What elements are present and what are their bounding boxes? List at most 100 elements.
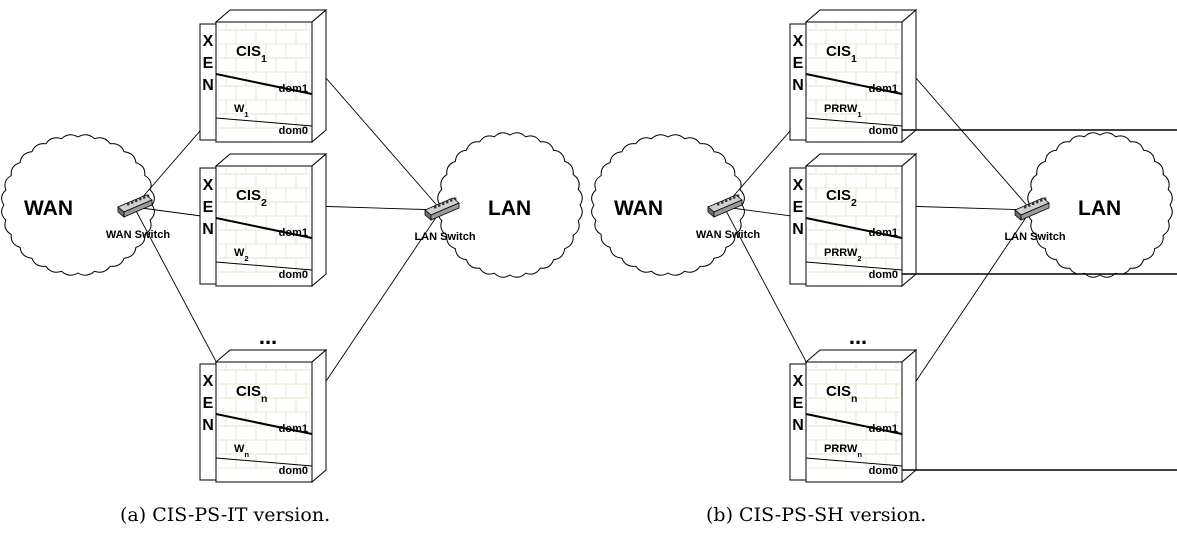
b-wan-switch-icon <box>707 194 743 218</box>
b-s2-dom1-label: dom1 <box>869 227 898 239</box>
a-s3-server-side <box>311 348 327 484</box>
b-s2-dom0-label: dom0 <box>869 269 898 281</box>
b-s2-xen-label: N <box>792 221 804 238</box>
b-s2-dom1-separator <box>805 217 903 239</box>
b-ellipsis: ... <box>849 324 867 349</box>
b-s3-dom0-separator <box>805 457 903 467</box>
a-lan-link-2 <box>311 205 442 211</box>
b-s1-xen-strip <box>789 23 807 141</box>
a-s1-server-front <box>215 21 313 143</box>
a-s2-server-side <box>311 152 327 288</box>
b-wan-cloud <box>591 134 745 276</box>
b-s2-xen-label: E <box>793 199 804 216</box>
a-s1-server-top <box>214 9 328 23</box>
a-s1-dom0-separator <box>215 117 313 127</box>
a-s2-dom0-separator <box>215 261 313 271</box>
a-s2-xen-label: X <box>203 177 214 194</box>
b-s2-xen-label: X <box>793 177 804 194</box>
b-s3-server-side <box>901 348 917 484</box>
a-s3-server-top <box>214 349 328 363</box>
b-s1-server-side <box>901 8 917 144</box>
b-s1-server-front <box>805 21 903 143</box>
b-wan-switch-label: WAN Switch <box>696 229 760 241</box>
a-s3-cis-label: CISn <box>236 383 267 405</box>
b-s1-cis-label: CIS1 <box>826 43 857 65</box>
b-s3-xen-label: N <box>792 417 804 434</box>
caption-a: (a) CIS-PS-IT version. <box>120 504 331 526</box>
a-wan-label: WAN <box>24 197 73 220</box>
b-lan-switch-label: LAN Switch <box>1004 231 1065 243</box>
b-s1-server-top <box>804 9 918 23</box>
a-s3-xen-label: N <box>202 417 214 434</box>
b-s3-xen-label: X <box>793 373 804 390</box>
a-s2-xen-label: N <box>202 221 214 238</box>
a-s2-xen-label: E <box>203 199 214 216</box>
a-wan-switch-icon <box>117 194 153 218</box>
b-s2-worker-label: PRRW2 <box>824 247 862 263</box>
b-s1-dom0-separator <box>805 117 903 127</box>
a-s3-dom1-label: dom1 <box>279 423 308 435</box>
b-s2-server-top <box>804 153 918 167</box>
a-s3-dom1-separator <box>215 413 313 435</box>
a-s3-xen-label: X <box>203 373 214 390</box>
a-lan-switch-label: LAN Switch <box>414 231 475 243</box>
a-s1-xen-label: E <box>203 55 214 72</box>
b-lan-label: LAN <box>1078 197 1121 220</box>
a-ellipsis: ... <box>259 324 277 349</box>
b-s3-cis-label: CISn <box>826 383 857 405</box>
b-s3-worker-label: PRRWn <box>824 443 862 459</box>
a-s2-xen-strip <box>199 167 217 285</box>
b-s3-xen-label: E <box>793 395 804 412</box>
a-s1-xen-label: X <box>203 33 214 50</box>
b-lan-link-3 <box>901 209 1032 403</box>
b-s3-xen-strip <box>789 363 807 481</box>
a-s2-dom0-label: dom0 <box>279 269 308 281</box>
a-s2-dom1-label: dom1 <box>279 227 308 239</box>
b-s1-xen-label: X <box>793 33 804 50</box>
a-s3-dom0-label: dom0 <box>279 465 308 477</box>
a-lan-link-3 <box>311 209 442 403</box>
b-s3-dom1-label: dom1 <box>869 423 898 435</box>
a-lan-label: LAN <box>488 197 531 220</box>
b-lan-switch-icon <box>1014 197 1050 221</box>
b-s2-xen-strip <box>789 167 807 285</box>
b-s2-server-side <box>901 152 917 288</box>
b-wan-label: WAN <box>614 197 663 220</box>
a-s3-xen-strip <box>199 363 217 481</box>
caption-b: (b) CIS-PS-SH version. <box>706 504 927 526</box>
a-s2-cis-label: CIS2 <box>236 187 267 209</box>
a-s1-xen-label: N <box>202 77 214 94</box>
b-s3-dom1-separator <box>805 413 903 435</box>
a-s1-cis-label: CIS1 <box>236 43 267 65</box>
a-s1-dom1-separator <box>215 73 313 95</box>
b-s1-xen-label: N <box>792 77 804 94</box>
a-s1-dom0-label: dom0 <box>279 125 308 137</box>
a-s2-worker-label: W2 <box>234 247 249 263</box>
a-s1-server-side <box>311 8 327 144</box>
a-s2-server-top <box>214 153 328 167</box>
b-lan-link-2 <box>901 205 1032 211</box>
b-s1-dom1-separator <box>805 73 903 95</box>
a-s3-server-front <box>215 361 313 483</box>
b-s3-server-front <box>805 361 903 483</box>
b-s3-dom0-label: dom0 <box>869 465 898 477</box>
b-s1-dom0-label: dom0 <box>869 125 898 137</box>
a-wan-cloud <box>1 134 155 276</box>
a-s3-xen-label: E <box>203 395 214 412</box>
b-s2-cis-label: CIS2 <box>826 187 857 209</box>
a-s3-dom0-separator <box>215 457 313 467</box>
a-lan-link-1 <box>311 61 442 211</box>
a-lan-switch-icon <box>424 197 460 221</box>
a-s1-worker-label: W1 <box>234 103 249 119</box>
a-s2-dom1-separator <box>215 217 313 239</box>
b-s1-dom1-label: dom1 <box>869 83 898 95</box>
a-s2-server-front <box>215 165 313 287</box>
a-s1-dom1-label: dom1 <box>279 83 308 95</box>
b-lan-link-1 <box>901 61 1032 211</box>
